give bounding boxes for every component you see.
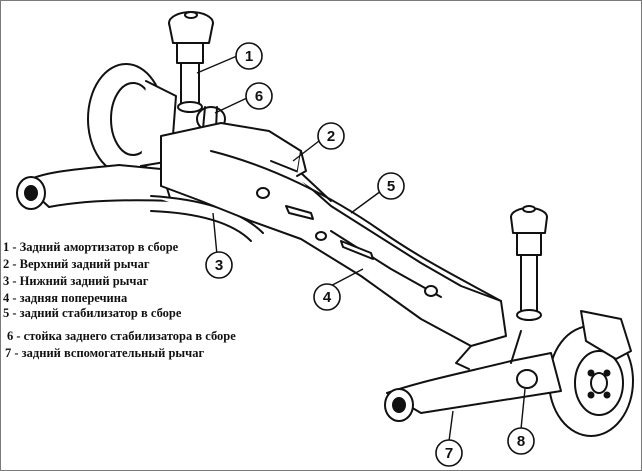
callout-number: 3 <box>215 257 223 274</box>
left-shock-absorber <box>168 11 214 113</box>
callout-number: 6 <box>255 88 263 105</box>
legend-item: 5 - задний стабилизатор в сборе <box>3 306 182 320</box>
callout-number: 4 <box>323 289 332 306</box>
left-brake-disc <box>87 63 177 175</box>
rear-crossmember <box>160 122 507 347</box>
callout-number: 1 <box>245 48 253 65</box>
callout-number: 5 <box>387 178 395 195</box>
right-auxiliary-arm <box>384 330 562 422</box>
callout-2: 2 <box>317 122 345 150</box>
callout-8: 8 <box>507 427 535 455</box>
legend-item: 1 - Задний амортизатор в сборе <box>3 240 179 254</box>
right-brake-disc <box>548 310 634 437</box>
callout-number: 7 <box>445 445 453 462</box>
callout-number: 8 <box>517 433 525 450</box>
legend-item: 6 - стойка заднего стабилизатора в сборе <box>7 329 236 343</box>
callout-number: 2 <box>327 128 335 145</box>
callout-5: 5 <box>377 172 405 200</box>
legend-item: 4 - задняя поперечина <box>3 291 128 305</box>
legend-item: 3 - Нижний задний рычаг <box>3 274 149 288</box>
legend-item: 2 - Верхний задний рычаг <box>3 257 150 271</box>
right-shock-absorber <box>510 205 548 321</box>
callout-1: 1 <box>235 42 263 70</box>
callout-7: 7 <box>435 439 463 467</box>
rear-stabilizer-bar <box>210 150 502 302</box>
callout-6: 6 <box>245 82 273 110</box>
legend-item: 7 - задний вспомогательный рычаг <box>5 346 205 360</box>
left-lower-arm <box>16 164 264 242</box>
callout-4: 4 <box>313 283 341 311</box>
callout-3: 3 <box>205 251 233 279</box>
